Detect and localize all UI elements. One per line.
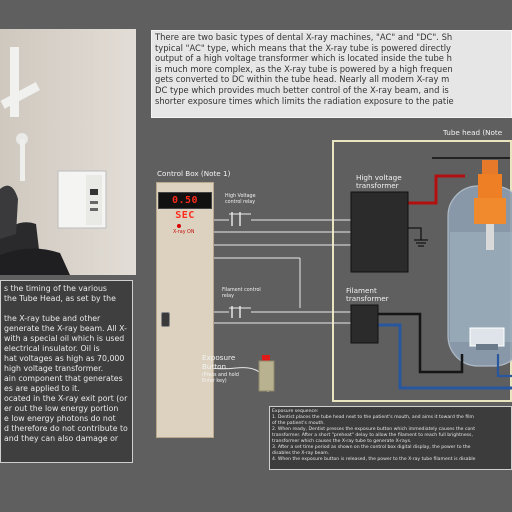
note-line: e low energy photons do not [4, 414, 116, 423]
note-line: and they can also damage or [4, 434, 119, 443]
xray-on-indicator [177, 224, 181, 228]
exposure-label-1: Exposure [202, 353, 236, 362]
filament-transformer-label-2: transformer [346, 294, 389, 303]
exposure-button-graphic [258, 355, 275, 392]
xray-on-label: X-ray ON [173, 230, 195, 235]
intro-line: typical "AC" type, which means that the … [155, 42, 452, 53]
sequence-line: 2. When ready, Dentist presses the expos… [272, 427, 476, 432]
hv-transformer-block [350, 191, 409, 273]
sequence-line: 1. Dentist places the tube head next to … [272, 415, 474, 420]
note-line: ain component that generates [4, 374, 123, 383]
exposure-sequence-panel: Exposure sequence: 1. Dentist places the… [269, 406, 512, 470]
left-note-panel: s the timing of the various the Tube Hea… [0, 280, 133, 463]
hv-transformer-label-1: High voltage [356, 173, 402, 182]
photo-illustration [0, 29, 136, 275]
note-line: generate the X-ray beam. All X- [4, 324, 127, 333]
hv-transformer-label-2: transformer [356, 181, 399, 190]
hv-control-relay [229, 211, 251, 227]
note-line: hat voltages as high as 70,000 [4, 354, 125, 363]
note-line: er out the low energy portion [4, 404, 119, 413]
exposure-label-2: Button [202, 362, 227, 371]
intro-line: gets converted to DC within the tube hea… [155, 74, 450, 85]
sequence-line: 3. After a set time period as shown on t… [272, 445, 471, 450]
exposure-label-3: (Press and hold [202, 373, 239, 378]
dental-xray-photo [0, 29, 136, 275]
filament-control-relay [229, 305, 251, 319]
note-line: ocated in the X-ray exit port (or [4, 394, 128, 403]
note-line: the X-ray tube and other [4, 314, 101, 323]
sequence-line: transformer. After a short "preheat" del… [272, 433, 473, 438]
control-box [156, 182, 214, 438]
hv-relay-label-1: High Voltage [225, 194, 256, 199]
filament-transformer-label-1: Filament [346, 286, 377, 295]
sequence-line: of the patient's mouth. [272, 421, 325, 426]
control-box-title: Control Box (Note 1) [157, 169, 231, 178]
sequence-line: disables the X-ray beam. [272, 451, 330, 456]
intro-line: shorter exposure times which limits the … [155, 95, 454, 106]
note-line: high voltage transformer. [4, 364, 104, 373]
intro-text-panel: There are two basic types of dental X-ra… [151, 30, 512, 118]
ground-wire [407, 227, 428, 247]
xray-tube [447, 160, 512, 367]
intro-line: There are two basic types of dental X-ra… [155, 32, 453, 42]
exposure-label-4: Enter key) [202, 379, 227, 384]
intro-line: output of a high voltage transformer whi… [155, 53, 452, 64]
note-line: with a special oil which is used [4, 334, 125, 343]
note-line: the Tube Head, as set by the [4, 294, 116, 303]
sequence-line: transformer which causes the X-ray tube … [272, 439, 412, 444]
filament-wires [378, 312, 512, 390]
hv-relay-label-2: control relay [225, 200, 256, 205]
note-line: electrical insulator. Oil is [4, 344, 100, 353]
timer-display: 0.50 SEC [158, 192, 212, 221]
note-line: es are applied to it. [4, 384, 80, 393]
tube-head-title: Tube head (Note [441, 128, 505, 138]
note-line: d therefore do not contribute to [4, 424, 128, 433]
note-line: s the timing of the various [4, 284, 107, 293]
hv-wire-red [407, 174, 465, 205]
intro-line: is much more complex, as the X-ray tube … [155, 63, 453, 74]
filament-relay-label-1: Filament control [222, 288, 261, 293]
sequence-line: Exposure sequence: [272, 409, 319, 414]
filament-transformer-block [350, 304, 379, 344]
intro-line: DC type which provides much better contr… [155, 84, 449, 95]
cable-connector [161, 312, 170, 327]
filament-relay-label-2: relay [222, 294, 234, 299]
sequence-line: 4. When the exposure button is released,… [272, 457, 476, 462]
